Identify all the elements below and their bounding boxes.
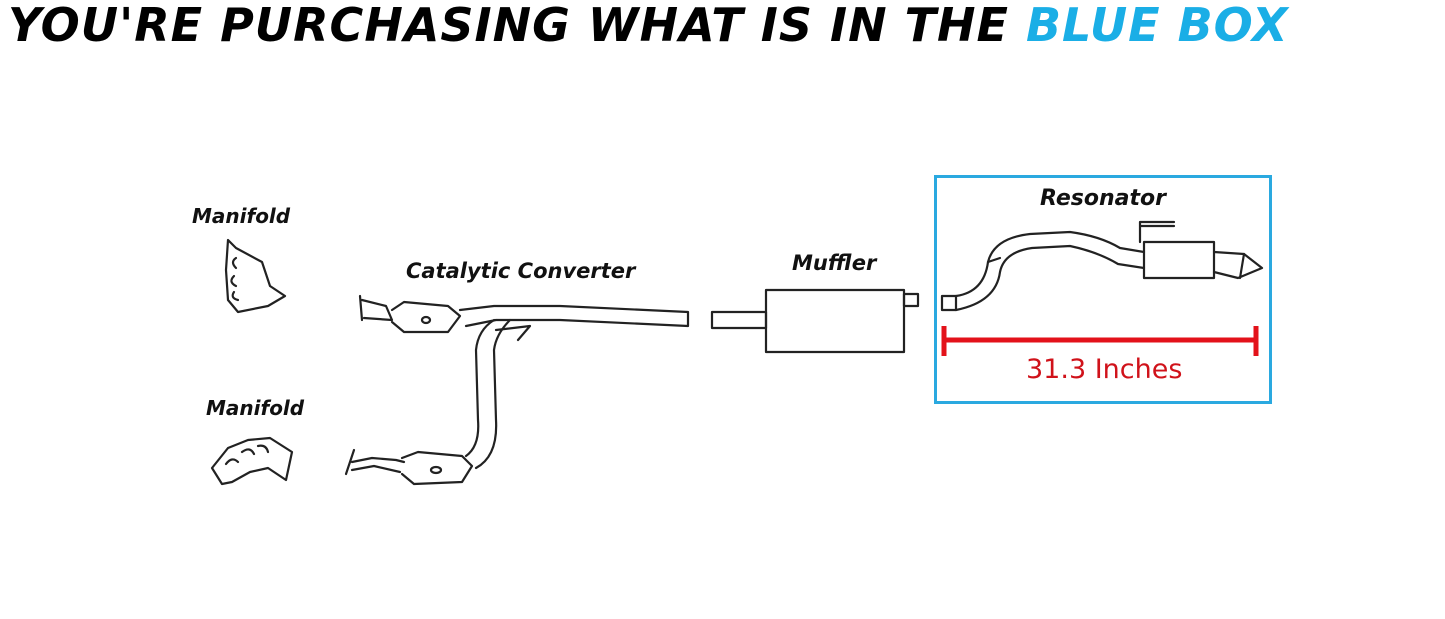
headline-highlight: BLUE BOX <box>1025 0 1289 52</box>
label-manifold-top: Manifold <box>192 204 291 228</box>
resonator-part <box>940 220 1264 312</box>
label-catalytic-converter: Catalytic Converter <box>406 259 636 283</box>
blue-box-highlight <box>934 175 1272 404</box>
measurement-label: 31.3 Inches <box>1026 354 1183 385</box>
manifold-bottom-part <box>210 436 294 486</box>
manifold-top-part <box>224 238 287 314</box>
headline-prefix: YOU'RE PURCHASING WHAT IS IN THE <box>8 0 1026 52</box>
catalytic-converter-part <box>344 294 690 486</box>
label-resonator: Resonator <box>1040 186 1166 211</box>
muffler-part <box>710 288 920 354</box>
label-manifold-bottom: Manifold <box>206 396 305 420</box>
label-muffler: Muffler <box>792 251 877 275</box>
dimension-line <box>941 326 1259 356</box>
headline: YOU'RE PURCHASING WHAT IS IN THE BLUE BO… <box>8 0 1438 50</box>
